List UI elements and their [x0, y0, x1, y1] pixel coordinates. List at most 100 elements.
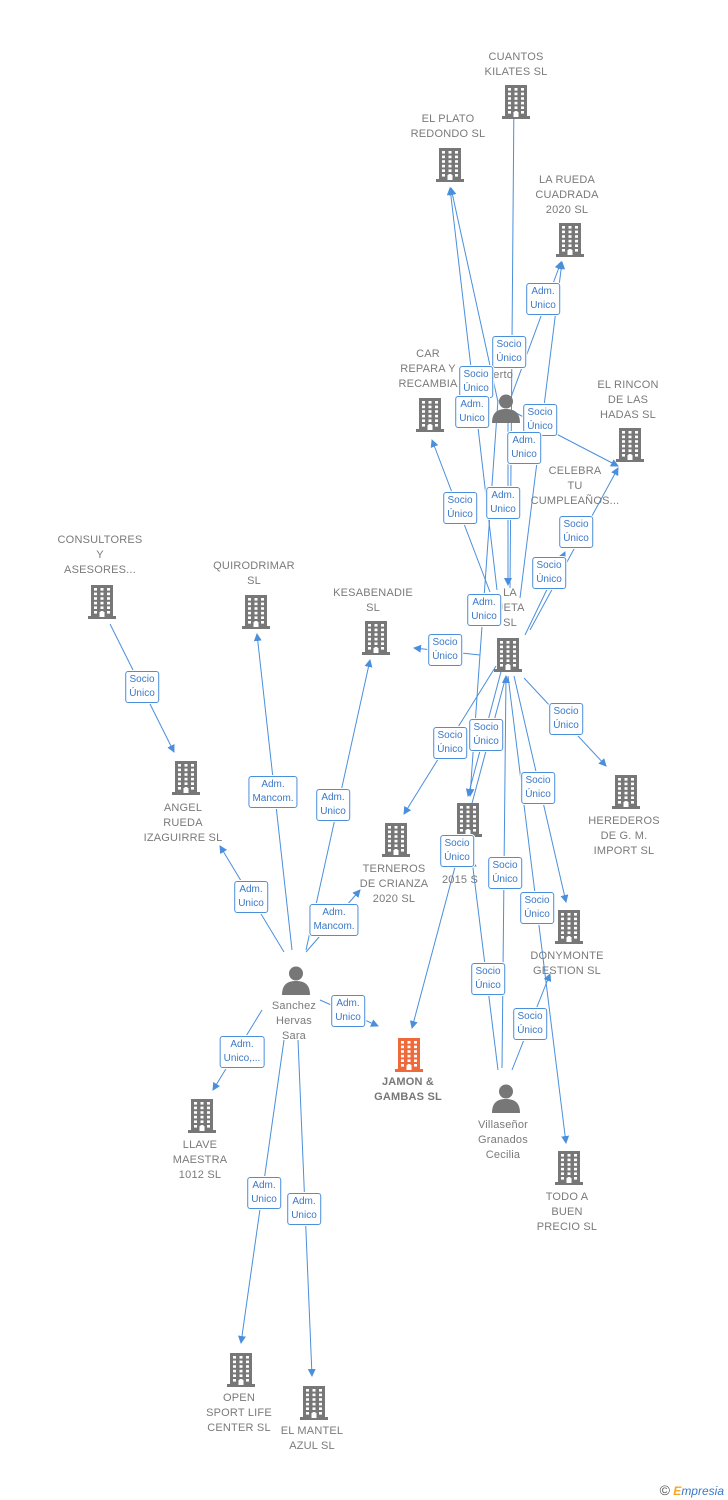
node-label-line: berto — [486, 369, 514, 381]
node-label-line: GESTION SL — [532, 965, 602, 977]
building-icon[interactable] — [416, 398, 444, 437]
building-icon[interactable] — [454, 803, 482, 842]
person-icon[interactable] — [491, 393, 521, 428]
edge-label-line: Único — [129, 688, 155, 699]
building-icon[interactable] — [88, 585, 116, 624]
node-label-line: DE CRIANZA — [359, 878, 429, 890]
node-label-jamon[interactable]: JAMON &GAMBAS SL — [374, 1075, 442, 1105]
edge-label-sanchez-to-open[interactable]: Adm.Unico — [247, 1177, 281, 1209]
edge-label-ruberto-to-rueda[interactable]: Adm.Unico — [526, 283, 560, 315]
building-icon[interactable] — [556, 223, 584, 262]
node-label-line: BUEN — [551, 1206, 583, 1218]
building-icon[interactable] — [382, 823, 410, 862]
edge-label-line: Unico — [490, 504, 516, 515]
person-icon[interactable] — [281, 965, 311, 1000]
node-label-line: CUMPLEAÑOS... — [530, 495, 620, 507]
building-icon[interactable] — [616, 428, 644, 467]
edge-label-line: Único — [447, 509, 473, 520]
node-label-line: IZAGUIRRE SL — [143, 832, 223, 844]
edge-label-sanchez-to-llave[interactable]: Adm.Unico,... — [219, 1036, 265, 1068]
building-icon[interactable] — [300, 1386, 328, 1425]
empresia-brand[interactable]: © Empresia — [660, 1482, 724, 1498]
edge-label-line: Único — [437, 744, 463, 755]
edge-label-sanchez-to-angel[interactable]: Adm.Unico — [234, 881, 268, 913]
building-icon[interactable] — [436, 148, 464, 187]
building-icon[interactable] — [362, 621, 390, 660]
edge-label-line: Socio — [496, 339, 522, 350]
edge-label-sanchez-to-quirodrimar[interactable]: Adm.Mancom. — [248, 776, 298, 808]
node-label-line: MAESTRA — [172, 1154, 228, 1166]
building-icon[interactable] — [612, 775, 640, 814]
node-label-line: SPORT LIFE — [206, 1407, 272, 1419]
building-icon[interactable] — [555, 1151, 583, 1190]
building-icon[interactable] — [502, 85, 530, 124]
node-label-line: RECAMBIA — [398, 378, 458, 390]
edge-label-ruberto-to-celebra[interactable]: Adm.Unico — [507, 432, 541, 464]
building-icon[interactable] — [188, 1099, 216, 1138]
edge-label-ruberto-to-plato[interactable]: Adm.Unico — [455, 396, 489, 428]
node-label-line: Villaseñor — [477, 1119, 529, 1131]
building-icon[interactable] — [494, 638, 522, 677]
building-icon[interactable] — [555, 910, 583, 949]
edge-label-ruberto-to-k2015[interactable]: Adm.Unico — [467, 594, 501, 626]
building-icon-shape — [555, 910, 583, 944]
edge-label-sanchez-to-mantel[interactable]: Adm.Unico — [287, 1193, 321, 1225]
edge-label-ruberto-to-laqueta[interactable]: Adm.Unico — [486, 487, 520, 519]
building-icon[interactable] — [172, 761, 200, 800]
node-label-line: CONSULTORES — [57, 534, 143, 546]
focus-building-icon[interactable] — [395, 1038, 423, 1077]
edge-label-sanchez-to-jamon[interactable]: Adm.Unico — [331, 995, 365, 1027]
edge-label-line: Socio — [463, 369, 489, 380]
node-label-line: CUADRADA — [535, 189, 599, 201]
edge-label-sanchez-to-terneros[interactable]: Adm.Mancom. — [309, 904, 359, 936]
edge-label-line: Socio — [563, 519, 589, 530]
node-label-line: KESABENADIE — [333, 587, 413, 599]
edge-label-sanchez-to-kesabenadie[interactable]: Adm.Unico — [316, 789, 350, 821]
edge-label-line: Único — [536, 574, 562, 585]
node-label-line: EL PLATO — [421, 113, 475, 125]
person-icon[interactable] — [491, 1083, 521, 1118]
building-icon[interactable] — [227, 1353, 255, 1392]
edge-label-line: Socio — [553, 706, 579, 717]
building-icon-shape — [362, 621, 390, 655]
building-icon[interactable] — [242, 595, 270, 634]
building-icon-shape — [188, 1099, 216, 1133]
